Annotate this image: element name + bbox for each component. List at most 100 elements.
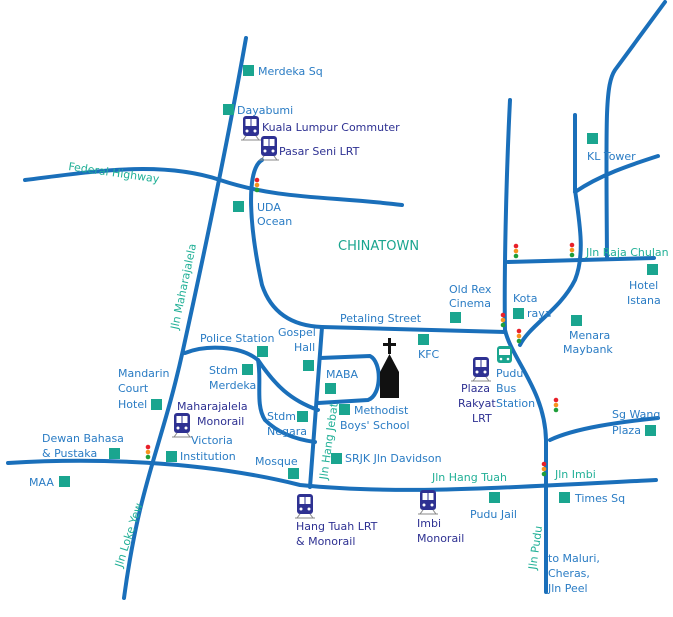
train-icon	[171, 412, 193, 438]
road-sg-wang	[548, 416, 660, 442]
svg-text:Merdeka: Merdeka	[209, 379, 256, 392]
train-icon	[417, 489, 439, 515]
svg-text:Victoria: Victoria	[191, 434, 233, 447]
svg-text:to Maluri,: to Maluri,	[548, 552, 600, 565]
road-loop	[249, 158, 324, 329]
svg-text:Merdeka Sq: Merdeka Sq	[258, 65, 323, 78]
traffic-light-icon	[569, 242, 575, 258]
landmark-kfc[interactable]: KFC	[418, 334, 440, 361]
svg-text:Jln Peel: Jln Peel	[547, 582, 588, 595]
svg-text:Stdm: Stdm	[267, 410, 296, 423]
church-icon	[380, 338, 399, 398]
svg-text:Stdm: Stdm	[209, 364, 238, 377]
road-petaling-street	[320, 325, 507, 334]
svg-text:Kuala Lumpur Commuter: Kuala Lumpur Commuter	[262, 121, 400, 134]
landmark-maa[interactable]: MAA	[29, 476, 70, 489]
landmark-merdeka-sq[interactable]: Merdeka Sq	[243, 65, 323, 78]
road-kota-raya-curve	[518, 113, 583, 347]
svg-text:Ocean: Ocean	[257, 215, 292, 228]
svg-text:& Pustaka: & Pustaka	[42, 447, 97, 460]
district-label-chinatown: CHINATOWN	[338, 239, 419, 254]
station-hang-tuah[interactable]: Hang Tuah LRT & Monorail	[294, 493, 378, 548]
street-label-jln-raja-chulan: Jln Raja Chulan	[585, 246, 669, 259]
train-icon	[470, 356, 492, 382]
train-icon	[258, 135, 280, 161]
destination-to-maluri: to Maluri,Cheras,Jln Peel	[547, 552, 600, 595]
road-jln-hang-jebat	[308, 325, 324, 489]
station-pasar-seni-lrt[interactable]: Pasar Seni LRT	[258, 135, 360, 161]
traffic-light-icon	[541, 461, 547, 477]
svg-text:Station: Station	[496, 397, 535, 410]
landmark-kl-tower[interactable]: KL Tower	[587, 133, 636, 163]
svg-text:Bus: Bus	[496, 382, 517, 395]
landmark-mosque[interactable]: Mosque	[255, 455, 299, 479]
station-kl-commuter[interactable]: Kuala Lumpur Commuter	[240, 115, 400, 141]
road-stdm-negara	[256, 358, 317, 444]
svg-text:Istana: Istana	[627, 294, 661, 307]
svg-text:Monorail: Monorail	[417, 532, 464, 545]
svg-text:Maybank: Maybank	[563, 343, 613, 356]
landmark-maba[interactable]: MABA	[325, 368, 359, 394]
traffic-light-icon	[516, 328, 522, 344]
road-maba	[316, 354, 381, 405]
svg-text:Methodist: Methodist	[354, 404, 409, 417]
street-label-jln-imbi: Jln Imbi	[554, 468, 596, 481]
svg-text:Institution: Institution	[180, 450, 236, 463]
landmark-dewan-bahasa[interactable]: Dewan Bahasa& Pustaka	[42, 432, 124, 460]
svg-text:MAA: MAA	[29, 476, 54, 489]
svg-text:Hang Tuah LRT: Hang Tuah LRT	[296, 520, 378, 533]
street-label-federal-highway: Federal Highway	[68, 160, 161, 186]
svg-text:LRT: LRT	[472, 412, 492, 425]
landmark-srjk-jln-davidson[interactable]: SRJK Jln Davidson	[331, 452, 442, 465]
svg-text:& Monorail: & Monorail	[296, 535, 355, 548]
train-icon	[294, 493, 316, 519]
traffic-light-icon	[254, 177, 260, 193]
street-label-jln-pudu: Jln Pudu	[526, 525, 545, 572]
traffic-light-icon	[500, 312, 506, 328]
svg-text:KFC: KFC	[418, 348, 440, 361]
road-federal-highway	[23, 167, 404, 207]
svg-text:Imbi: Imbi	[417, 517, 441, 530]
street-label-jln-maharajalela: Jln Maharajalela	[168, 242, 199, 331]
landmark-police-station[interactable]: Police Station	[200, 332, 275, 357]
svg-text:SRJK Jln Davidson: SRJK Jln Davidson	[345, 452, 442, 465]
landmark-times-sq[interactable]: Times Sq	[559, 492, 625, 505]
landmark-pudu-jail[interactable]: Pudu Jail	[470, 492, 517, 521]
svg-text:Police Station: Police Station	[200, 332, 275, 345]
svg-text:Monorail: Monorail	[197, 415, 244, 428]
svg-text:Dayabumi: Dayabumi	[237, 104, 293, 117]
street-label-jln-hang-jebat: Jln Hang Jebat	[317, 401, 341, 481]
svg-text:UDA: UDA	[257, 201, 281, 214]
landmark-dayabumi[interactable]: Dayabumi	[223, 104, 293, 117]
svg-text:Pudu Jail: Pudu Jail	[470, 508, 517, 521]
bus-icon	[497, 346, 512, 363]
svg-text:Gospel: Gospel	[278, 326, 316, 339]
train-icon	[240, 115, 262, 141]
svg-text:Hotel: Hotel	[629, 279, 658, 292]
svg-text:Plaza: Plaza	[612, 424, 641, 437]
svg-text:Rakyat: Rakyat	[458, 397, 496, 410]
svg-text:Plaza: Plaza	[461, 382, 490, 395]
street-label-petaling-street: Petaling Street	[340, 312, 422, 325]
svg-text:Kota: Kota	[513, 292, 537, 305]
svg-text:Old Rex: Old Rex	[449, 283, 492, 296]
svg-text:Court: Court	[118, 382, 149, 395]
